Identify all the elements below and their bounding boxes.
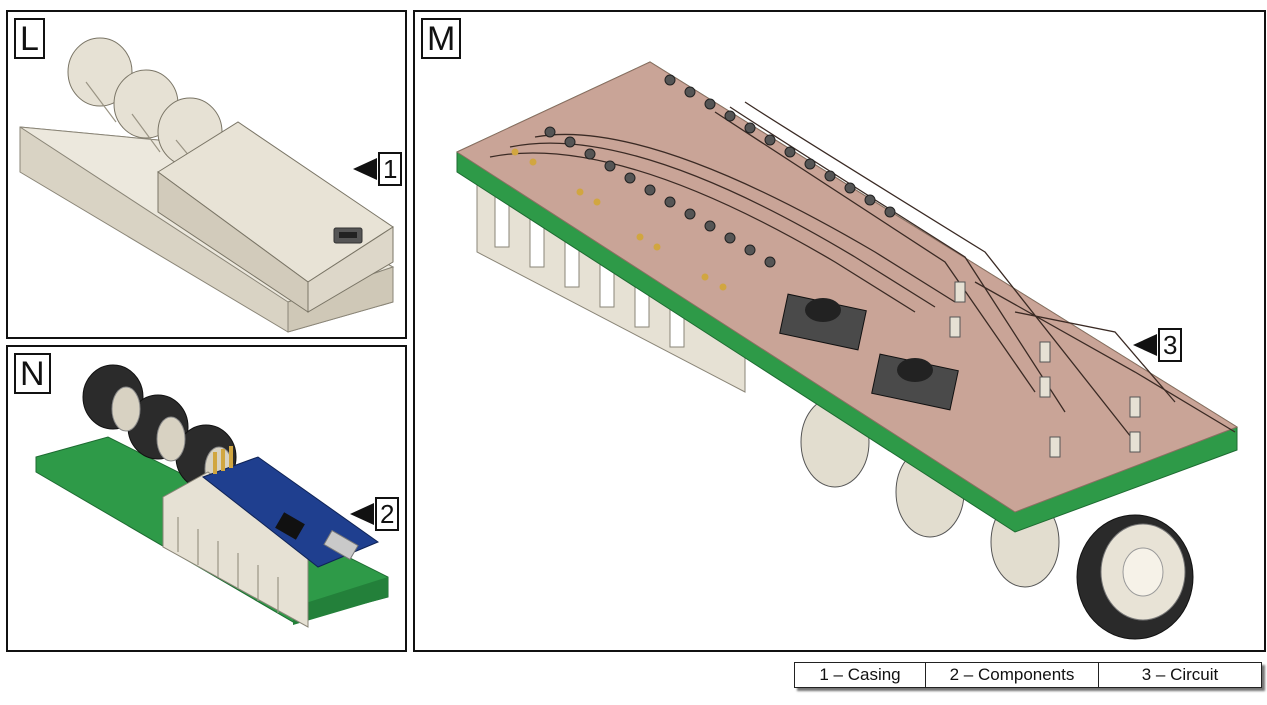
- panel-letter-m: M: [421, 18, 462, 59]
- circuit-render: [455, 61, 1239, 640]
- panel-letter-n: N: [14, 353, 51, 394]
- panel-circuit: M: [413, 10, 1266, 652]
- callout-number: 1: [378, 152, 403, 186]
- callout-number: 3: [1158, 328, 1183, 362]
- callout-arrow-icon: [353, 158, 377, 180]
- panel-casing: L 1: [6, 10, 407, 339]
- callout-3: 3: [1133, 328, 1183, 362]
- legend-item-circuit: 3 – Circuit: [1098, 663, 1261, 687]
- callout-1: 1: [353, 152, 403, 186]
- legend-item-components: 2 – Components: [925, 663, 1098, 687]
- casing-render: [19, 37, 395, 333]
- callout-arrow-icon: [350, 503, 374, 525]
- panel-letter-l: L: [14, 18, 45, 59]
- callout-2: 2: [350, 497, 400, 531]
- components-render: [35, 364, 389, 628]
- callout-number: 2: [375, 497, 400, 531]
- legend: 1 – Casing 2 – Components 3 – Circuit: [794, 662, 1262, 688]
- callout-arrow-icon: [1133, 334, 1157, 356]
- panel-components: N: [6, 345, 407, 652]
- legend-item-casing: 1 – Casing: [819, 665, 901, 684]
